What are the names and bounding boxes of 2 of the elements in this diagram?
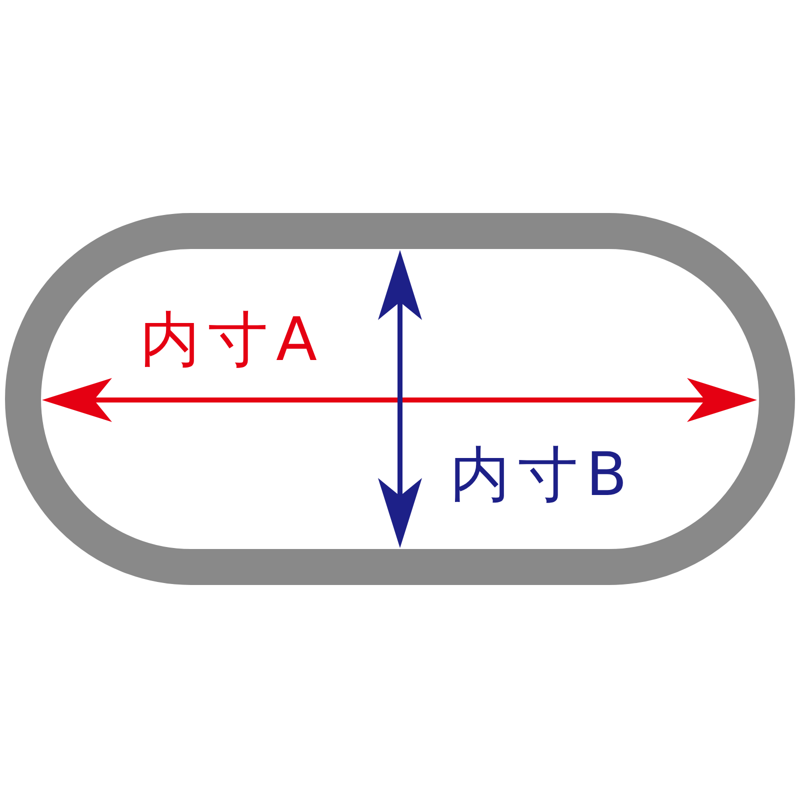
- dimension-label: 内寸B: [450, 445, 636, 505]
- dimension-label: 内寸A: [140, 310, 326, 370]
